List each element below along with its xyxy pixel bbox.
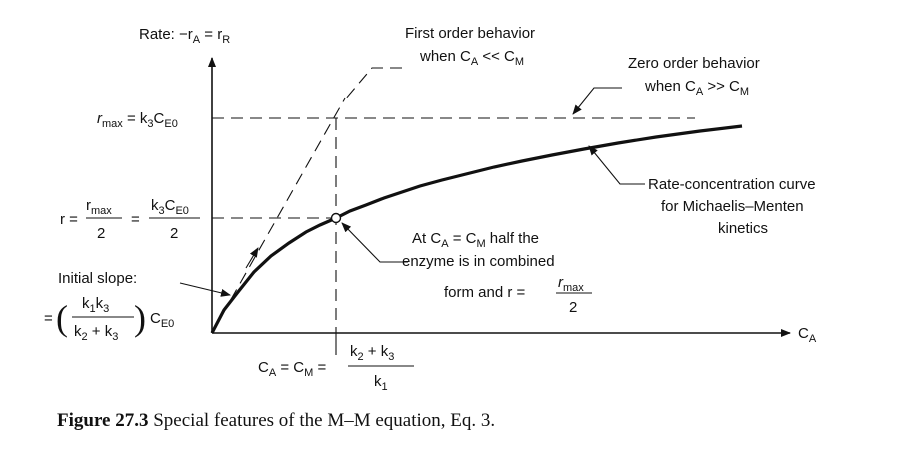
svg-text:2: 2	[97, 225, 105, 242]
first-order-arrowhead	[245, 247, 259, 269]
svg-text:Initial slope:: Initial slope:	[58, 270, 137, 287]
svg-text:k1: k1	[374, 373, 388, 393]
svg-text:2: 2	[569, 299, 577, 316]
svg-text:Zero order behavior: Zero order behavior	[628, 55, 760, 72]
first-order-pointer	[344, 67, 402, 101]
svg-text:First order behavior: First order behavior	[405, 25, 535, 42]
rate-curve-pointer	[588, 145, 645, 185]
figure-caption: Figure 27.3 Special features of the M–M …	[57, 410, 495, 431]
half-enzyme-pointer	[341, 222, 408, 263]
svg-text:k2 + k3: k2 + k3	[350, 343, 394, 363]
svg-text:rmax: rmax	[86, 197, 112, 217]
first-order-annotation: First order behavior when CA << CM	[405, 25, 535, 68]
half-enzyme-annotation: At CA = CM half the enzyme is in combine…	[402, 230, 592, 316]
rhalf-label: r = rmax 2 = k3CE0 2	[60, 197, 200, 242]
svg-text:form and r =: form and r =	[444, 284, 526, 301]
half-saturation-point	[330, 212, 342, 224]
svg-text:when CA << CM: when CA << CM	[419, 48, 524, 68]
svg-text:): )	[134, 298, 146, 338]
svg-text:=: =	[44, 310, 53, 327]
svg-text:Rate-concentration curve: Rate-concentration curve	[648, 176, 816, 193]
svg-text:CE0: CE0	[150, 310, 174, 330]
rate-curve-annotation: Rate-concentration curve for Michaelis–M…	[648, 176, 816, 237]
svg-text:=: =	[131, 211, 140, 228]
svg-text:kinetics: kinetics	[718, 220, 768, 237]
initial-slope-pointer	[179, 282, 231, 297]
svg-text:k2 + k3: k2 + k3	[74, 323, 118, 343]
y-axis-label: Rate: −rA = rR	[139, 26, 230, 46]
rate-concentration-curve	[210, 124, 743, 334]
initial-slope-label: Initial slope: = ( k1k3 k2 + k3 ) CE0	[44, 270, 174, 343]
svg-text:r =: r =	[60, 211, 78, 228]
svg-text:2: 2	[170, 225, 178, 242]
rmax-label: rmax = k3CE0	[97, 110, 178, 130]
svg-text:(: (	[56, 298, 68, 338]
svg-text:when CA >> CM: when CA >> CM	[644, 78, 749, 98]
cm-label: CA = CM = k2 + k3 k1	[258, 343, 414, 393]
svg-text:enzyme is in combined: enzyme is in combined	[402, 253, 555, 270]
svg-text:At CA = CM half the: At CA = CM half the	[412, 230, 539, 250]
svg-text:k3CE0: k3CE0	[151, 197, 189, 217]
zero-order-annotation: Zero order behavior when CA >> CM	[628, 55, 760, 98]
svg-text:k1k3: k1k3	[82, 295, 109, 315]
svg-text:for Michaelis–Menten: for Michaelis–Menten	[661, 198, 804, 215]
zero-order-pointer	[572, 87, 622, 115]
svg-text:CA = CM =: CA = CM =	[258, 359, 326, 379]
svg-text:rmax: rmax	[558, 274, 584, 294]
initial-slope-tangent-line	[211, 97, 346, 334]
x-axis-label: CA	[798, 325, 817, 345]
